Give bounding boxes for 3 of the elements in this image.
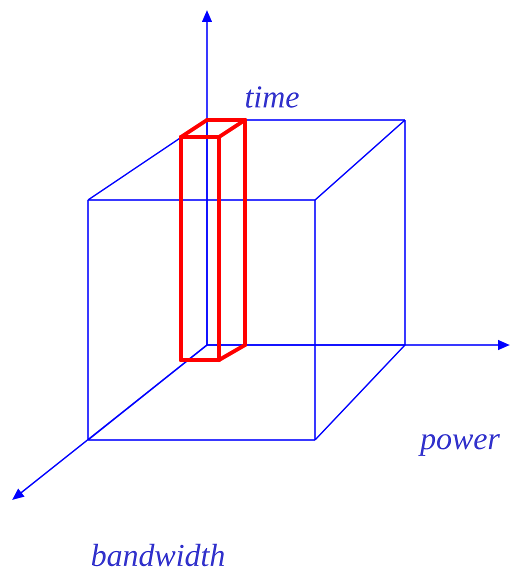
axis-label: time <box>246 86 299 108</box>
axis-label: bandwidth <box>92 544 224 566</box>
axis-label: power <box>418 434 500 456</box>
